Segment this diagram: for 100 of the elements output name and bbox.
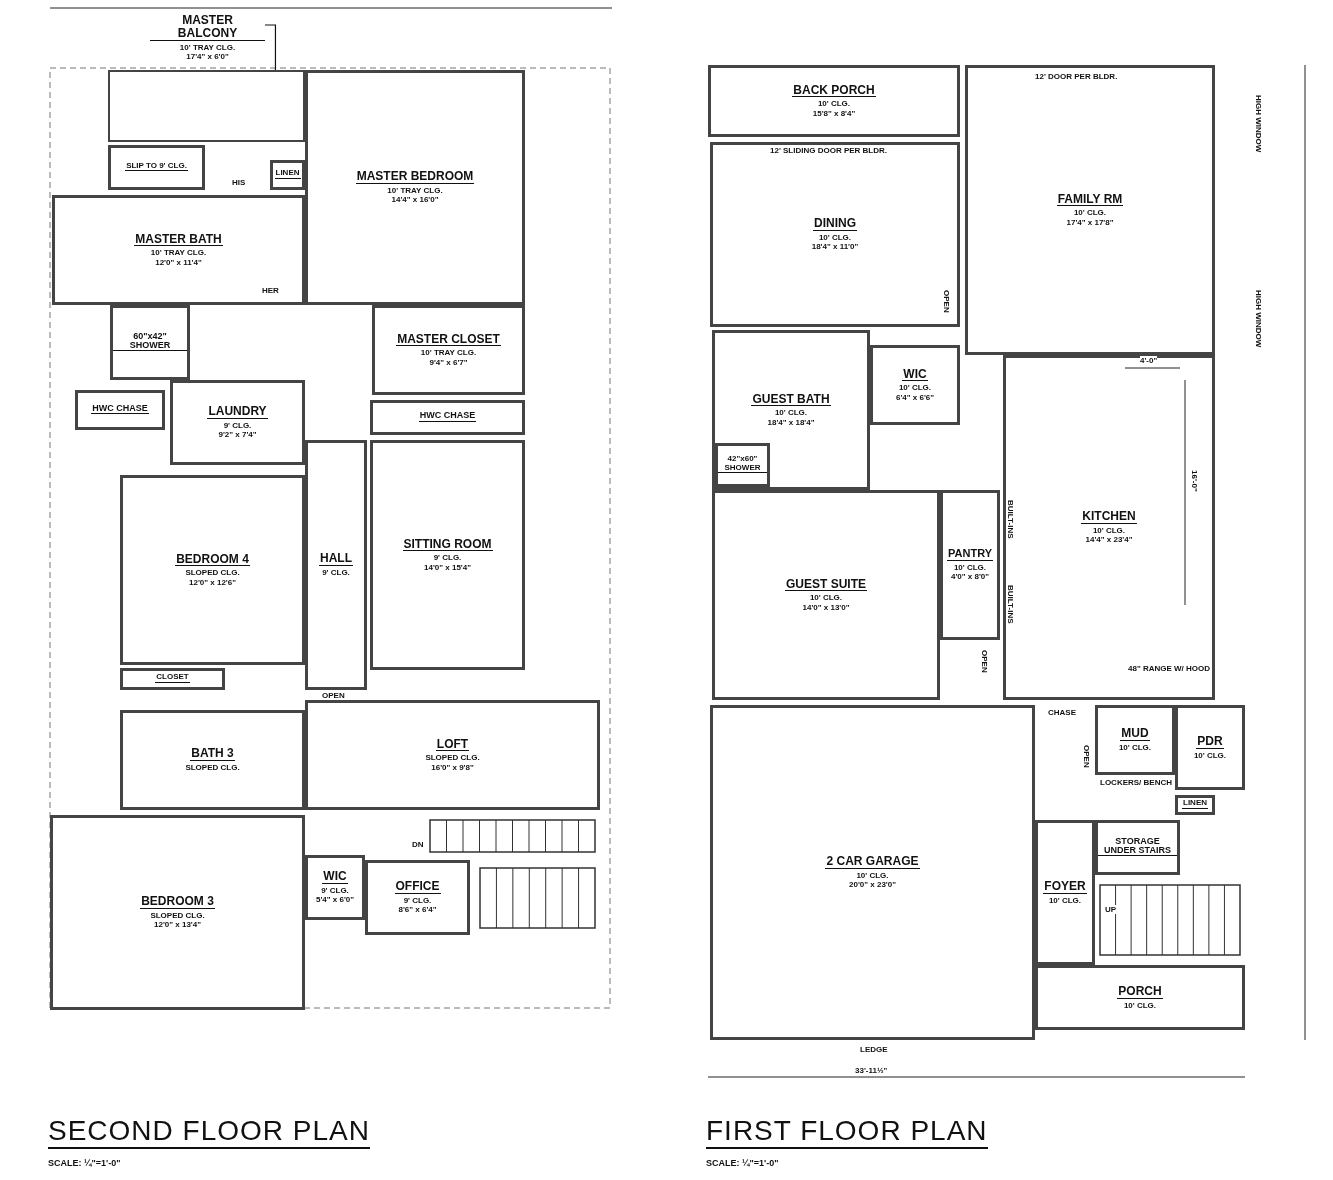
window-note: HIGH WINDOW: [1254, 290, 1263, 348]
room-outline: [712, 330, 870, 490]
room-note: 10' CLG.: [809, 593, 843, 603]
room-note: 9'2" x 7'4": [218, 430, 257, 440]
room-outline: [120, 475, 305, 665]
room-name: BACK PORCH: [792, 83, 876, 98]
room-outline: [1175, 795, 1215, 815]
room-outline: [120, 668, 225, 690]
room-outline: [365, 860, 470, 935]
room-name: MUD: [1120, 727, 1150, 741]
room-outline: [710, 705, 1035, 1040]
room-outline: [940, 490, 1000, 640]
room-name: LINEN: [1182, 799, 1208, 809]
fixture-note: HIS: [232, 178, 246, 187]
room-outline: [50, 815, 305, 1010]
room-name: WIC: [322, 870, 348, 884]
stair-note: UP: [1105, 905, 1117, 914]
room-name: FOYER: [1043, 879, 1087, 894]
room-note: SLOPED CLG.: [150, 910, 205, 921]
room-note: 10' CLG.: [818, 232, 852, 243]
room-note: 15'8" x 8'4": [812, 108, 856, 119]
room-name: GUEST BATH: [751, 392, 831, 407]
room-outline: [75, 390, 165, 430]
room-name: KITCHEN: [1081, 510, 1137, 524]
room-note: 18'4" x 18'4": [767, 417, 815, 428]
room-name: 2 CAR GARAGE: [825, 855, 920, 869]
room-note: 12'0" x 11'4": [155, 257, 202, 268]
room-note: 9' CLG.: [322, 568, 350, 578]
room-note: 16'0" x 9'8": [431, 762, 474, 773]
bench-note: LOCKERS/ BENCH: [1100, 778, 1172, 787]
room-name: PANTRY: [947, 548, 993, 561]
room-outline: [1095, 705, 1175, 775]
dimension-text: 33'-11½": [855, 1066, 888, 1075]
door-note: 12' SLIDING DOOR PER BLDR.: [770, 146, 888, 155]
room-outline: [305, 440, 367, 690]
room-name: 42"x60" SHOWER: [718, 455, 767, 473]
opening-note: OPEN: [980, 650, 989, 673]
room-name: MASTER BALCONY: [150, 14, 265, 41]
room-note: 10' CLG.: [1118, 743, 1152, 753]
room-note: 10' CLG.: [1048, 895, 1082, 906]
room-name: SLIP TO 9' CLG.: [125, 161, 188, 172]
room-note: SLOPED CLG.: [425, 753, 480, 763]
room-note: 10' CLG.: [953, 562, 987, 573]
room-note: 17'4" x 17'8": [1066, 217, 1114, 228]
room-note: 10' CLG.: [774, 408, 808, 418]
room-name: DINING: [813, 217, 857, 231]
door-note: 12' DOOR PER BLDR.: [1035, 72, 1118, 81]
room-note: 10' CLG.: [1123, 1000, 1157, 1011]
room-name: CLOSET: [155, 673, 190, 683]
room-outline: [965, 65, 1215, 355]
opening-note: OPEN: [942, 290, 951, 313]
room-name: BEDROOM 4: [175, 552, 250, 567]
fixture-note: HER: [262, 286, 279, 295]
room-name: FAMILY RM: [1056, 192, 1124, 207]
room-note: 14'0" x 15'4": [424, 562, 471, 573]
room-note: 8'6" x 6'4": [398, 905, 437, 915]
room-outline: [270, 160, 305, 190]
room-name: PORCH: [1117, 984, 1163, 999]
room-note: 10' TRAY CLG.: [150, 248, 207, 258]
room-note: 9' CLG.: [403, 895, 432, 906]
scale-note: SCALE: ¼"=1'-0": [706, 1158, 779, 1168]
room-note: 10' CLG.: [817, 99, 851, 109]
room-note: 9' CLG.: [321, 885, 349, 896]
room-outline: [708, 65, 960, 137]
room-name: PDR: [1196, 734, 1224, 749]
room-outline: [712, 490, 940, 700]
room-note: 12'0" x 12'6": [189, 577, 236, 588]
room-note: 5'4" x 6'0": [315, 895, 355, 905]
room-name: HALL: [319, 552, 353, 566]
room-outline: [305, 855, 365, 920]
scale-note: SCALE: ¼"=1'-0": [48, 1158, 121, 1168]
room-name: HWC CHASE: [91, 403, 149, 415]
opening-note: OPEN: [322, 691, 345, 700]
room-note: 10' CLG.: [856, 870, 889, 881]
room-note: 10' TRAY CLG.: [420, 348, 477, 358]
room-note: 18'4" x 11'0": [811, 242, 859, 252]
room-name: LINEN: [274, 169, 301, 179]
stair-note: DN: [412, 840, 424, 849]
built-in-note: BUILT-INS: [1006, 500, 1015, 539]
room-note: 9'4" x 6'7": [429, 357, 468, 368]
room-outline: [305, 700, 600, 810]
room-outline: [1095, 820, 1180, 875]
room-outline: [372, 305, 525, 395]
room-name: BEDROOM 3: [140, 895, 215, 909]
room-note: 4'0" x 8'0": [950, 572, 990, 582]
leader-line: [264, 24, 277, 71]
room-name: MASTER BATH: [134, 232, 223, 247]
room-note: SLOPED CLG.: [185, 568, 240, 578]
room-outline: [870, 345, 960, 425]
room-note: 9' CLG.: [223, 420, 252, 431]
room-outline: [120, 710, 305, 810]
room-outline: [108, 145, 205, 190]
room-name: HWC CHASE: [418, 411, 477, 422]
room-outline: [1035, 820, 1095, 965]
room-note: 17'4" x 6'0": [186, 52, 229, 62]
room-note: 6'4" x 6'6": [895, 392, 935, 403]
room-name: LOFT: [435, 737, 470, 752]
room-note: 14'4" x 23'4": [1085, 535, 1133, 545]
room-name: LAUNDRY: [207, 405, 268, 419]
room-name: OFFICE: [394, 880, 441, 894]
